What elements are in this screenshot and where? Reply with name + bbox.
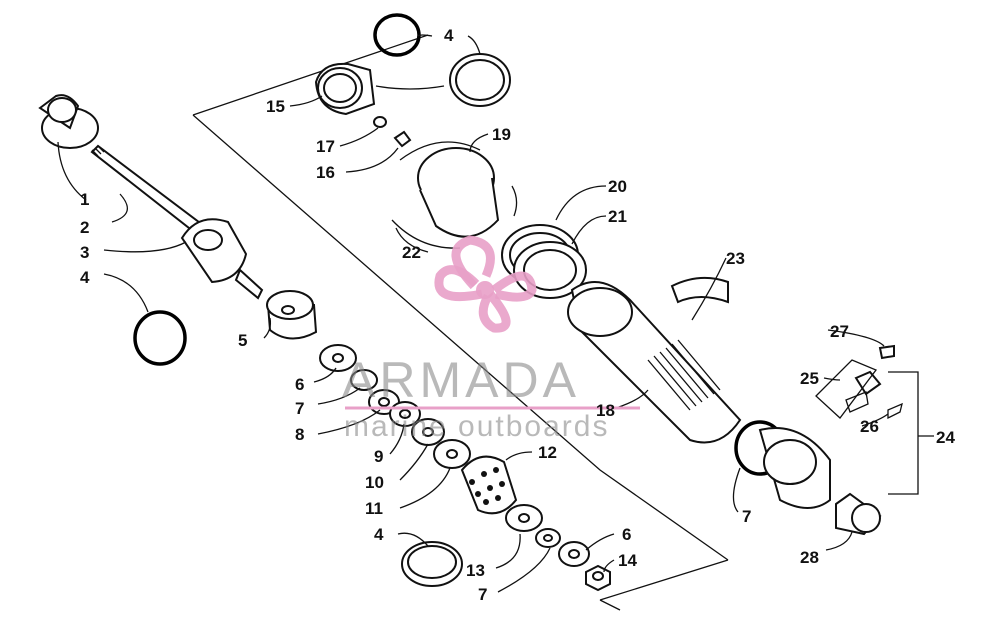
part-nut-14 [585,564,611,592]
callout-9: 9 [374,447,383,466]
callout-22: 22 [402,243,421,262]
callout-2: 2 [80,218,89,237]
part-rod-end [180,218,264,300]
callout-16: 16 [316,163,335,182]
callout-7-right: 7 [742,507,751,526]
part-wear-band-4-lower [401,541,463,587]
callout-20: 20 [608,177,627,196]
part-screw-27 [878,344,895,360]
callout-21: 21 [608,207,627,226]
callout-11: 11 [365,499,383,518]
callout-8: 8 [295,425,304,444]
callout-7-upper: 7 [295,399,304,418]
callout-7-lower: 7 [478,585,487,604]
propeller-hub [476,281,494,299]
part-screw-16 [393,130,412,148]
part-eyelet-bushing [38,94,99,149]
part-wear-band-4-top [449,53,511,107]
callout-4-rod-oring: 4 [80,268,90,287]
part-group-24-bracket [888,371,934,495]
watermark: ARMADA marine outboards [342,235,640,443]
callout-6-lower: 6 [622,525,631,544]
part-oring-4-left [133,310,187,366]
callout-27: 27 [830,322,849,341]
part-damper-body-18 [567,281,742,444]
callout-12: 12 [538,443,557,462]
callout-17: 17 [316,137,335,156]
assembly-group-outline [192,34,729,611]
part-oring-17 [373,116,387,128]
part-group-25-bracket [815,359,878,419]
watermark-title: ARMADA [342,352,580,408]
watermark-subtitle: marine outboards [344,410,609,443]
part-shim-10 [411,418,445,446]
callout-5: 5 [238,331,247,350]
part-bumper-5 [266,290,318,340]
part-lock-ring-21 [513,241,587,299]
callout-23: 23 [726,249,745,268]
part-bushing-28 [835,492,882,536]
part-seal-head-15 [314,62,376,116]
callout-25: 25 [800,369,819,388]
part-washer-6-lower [558,541,590,567]
callout-labels: 1 2 3 4 5 6 7 8 9 10 11 12 4 13 7 6 14 1… [80,26,955,604]
part-valve-25 [845,370,882,413]
callout-26: 26 [860,417,879,436]
callout-18: 18 [596,401,615,420]
callout-13: 13 [466,561,485,580]
part-washer-7-lower [535,528,561,548]
part-valve-cap-26 [887,402,903,420]
part-piston-12 [460,455,518,515]
callout-19: 19 [492,125,511,144]
callout-14: 14 [618,551,637,570]
part-reservoir-sleeve-19 [391,141,518,249]
callout-4-band-lower: 4 [374,525,384,544]
part-end-cap [758,427,831,509]
callout-6-upper: 6 [295,375,304,394]
part-washer-13 [505,504,543,532]
callout-10: 10 [365,473,384,492]
callout-3: 3 [80,243,89,262]
propeller-logo [434,235,537,333]
callout-28: 28 [800,548,819,567]
part-clip-23 [670,276,729,304]
callout-15: 15 [266,97,285,116]
part-washer-7-upper [350,369,378,391]
part-washer-6-upper [319,344,357,372]
part-shim-11 [433,439,471,469]
callout-4-top: 4 [444,26,454,45]
callout-1: 1 [80,190,89,209]
part-oring-4-top [373,13,421,57]
callout-24: 24 [936,428,955,447]
leader-lines [57,34,889,593]
